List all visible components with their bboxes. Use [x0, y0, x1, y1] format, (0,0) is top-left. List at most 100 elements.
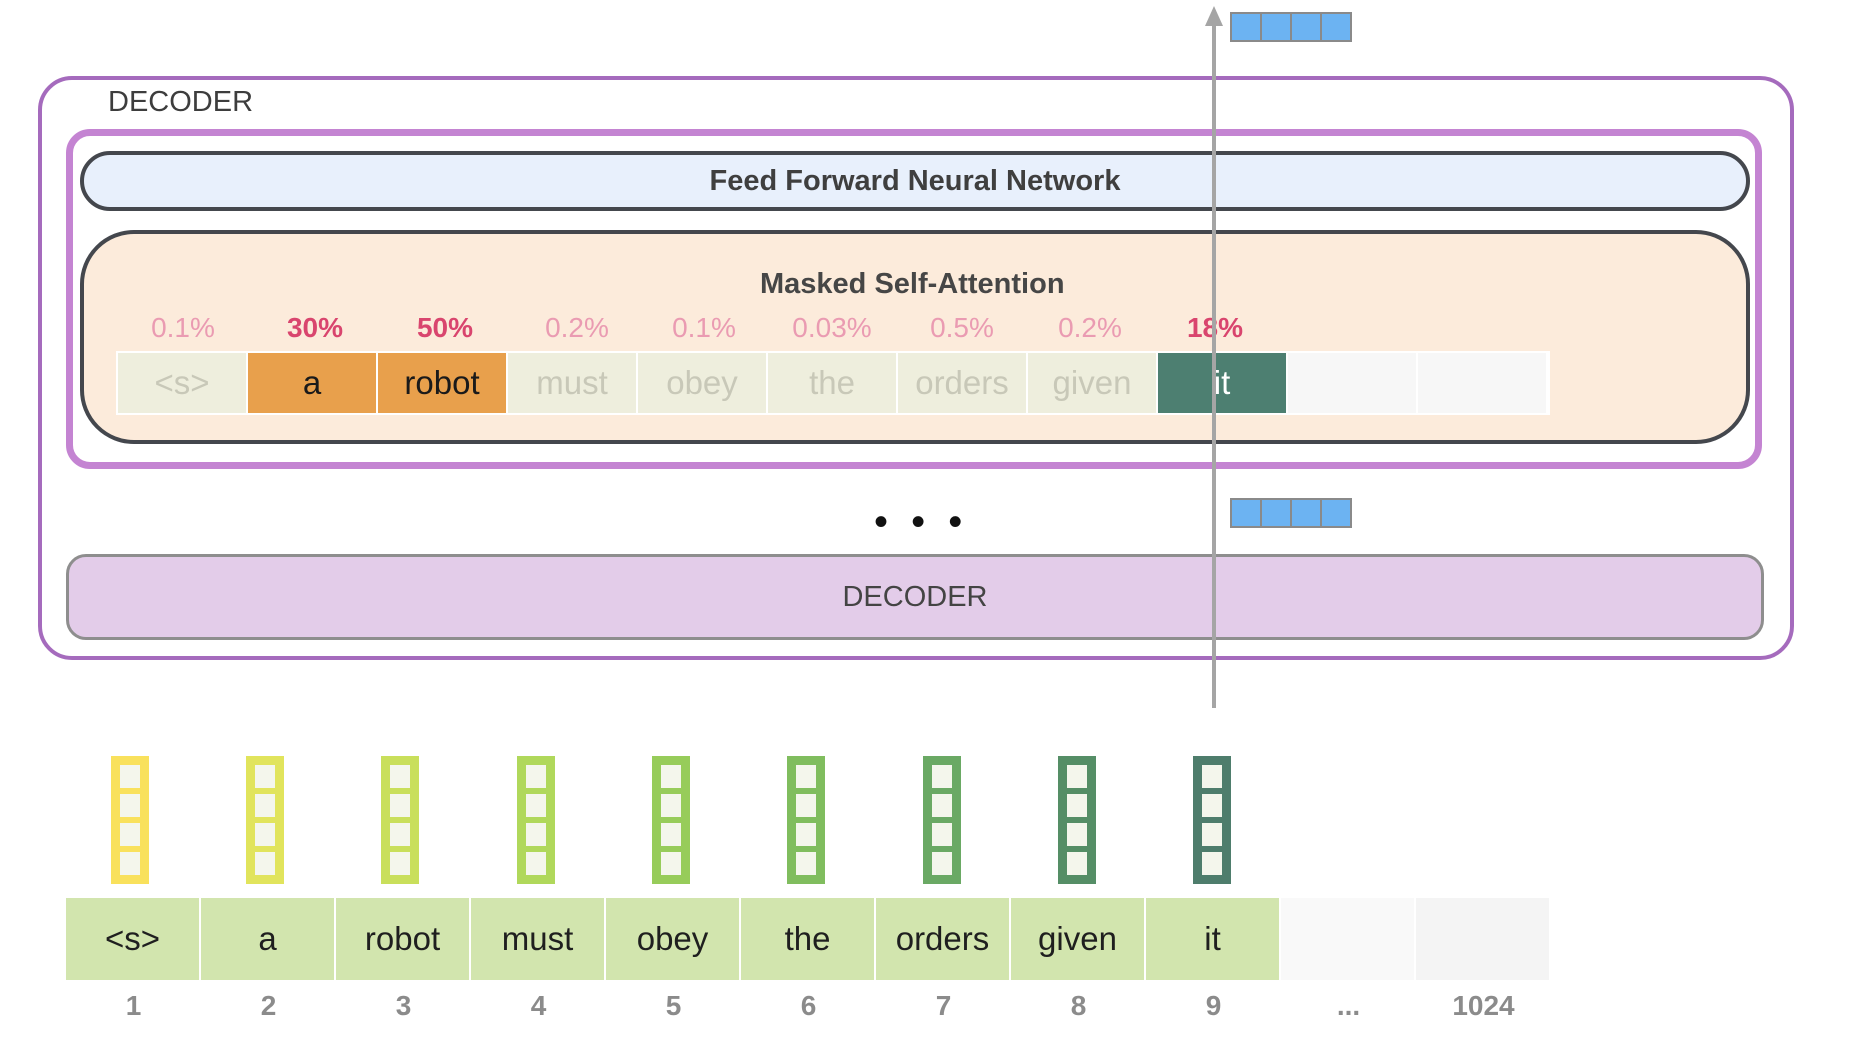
- embedding-vector: [381, 756, 419, 884]
- decoder-outer-label: DECODER: [108, 86, 254, 118]
- vector-cell: [1322, 14, 1350, 40]
- attention-token: <s>: [118, 353, 246, 413]
- embedding-cell: [932, 765, 952, 788]
- input-token: robot: [336, 898, 469, 980]
- embedding-cell: [1202, 852, 1222, 875]
- embedding-cell: [120, 765, 140, 788]
- decoder-outer-box: [38, 76, 1794, 660]
- embedding-cell: [932, 852, 952, 875]
- attention-token: given: [1028, 353, 1156, 413]
- embedding-cell: [1067, 765, 1087, 788]
- embedding-cell: [526, 823, 546, 846]
- embedding-cell: [661, 823, 681, 846]
- embedding-vector: [517, 756, 555, 884]
- position-number: 5: [665, 990, 682, 1021]
- embedding-cell: [1067, 823, 1087, 846]
- input-token: given: [1011, 898, 1144, 980]
- position-number: 8: [1070, 990, 1087, 1021]
- vector-cell: [1292, 500, 1320, 526]
- embedding-vector: [246, 756, 284, 884]
- embedding-vector: [1193, 756, 1231, 884]
- position-number: ...: [1336, 990, 1361, 1021]
- position-number: 4: [530, 990, 547, 1021]
- attention-token: must: [508, 353, 636, 413]
- decoder-layer-box: [66, 129, 1762, 469]
- masked-self-attention-title: Masked Self-Attention: [760, 268, 1065, 300]
- input-token: must: [471, 898, 604, 980]
- embedding-cell: [390, 823, 410, 846]
- embedding-cell: [390, 852, 410, 875]
- input-token: obey: [606, 898, 739, 980]
- input-token: orders: [876, 898, 1009, 980]
- embedding-cell: [255, 794, 275, 817]
- embedding-vector: [923, 756, 961, 884]
- embedding-cell: [120, 852, 140, 875]
- embedding-cell: [1202, 794, 1222, 817]
- embedding-cell: [1202, 765, 1222, 788]
- vector-cell: [1232, 14, 1260, 40]
- embedding-cell: [796, 852, 816, 875]
- feed-forward-label: Feed Forward Neural Network: [709, 164, 1121, 197]
- input-token: <s>: [66, 898, 199, 980]
- position-number: 1024: [1452, 990, 1515, 1021]
- attention-percent: 0.1%: [672, 312, 736, 343]
- embedding-cell: [661, 794, 681, 817]
- output-vector-middle: [1230, 498, 1352, 528]
- embedding-cell: [932, 823, 952, 846]
- attention-token: a: [248, 353, 376, 413]
- input-token: a: [201, 898, 334, 980]
- arrow-up-icon: [1205, 6, 1223, 26]
- input-token: it: [1146, 898, 1279, 980]
- position-number: 1: [125, 990, 142, 1021]
- embedding-vector: [652, 756, 690, 884]
- position-number: 7: [935, 990, 952, 1021]
- embedding-cell: [796, 823, 816, 846]
- attention-percent: 0.1%: [151, 312, 215, 343]
- embedding-cell: [1202, 823, 1222, 846]
- ellipsis: • • •: [874, 500, 969, 544]
- attention-token: [1288, 353, 1416, 413]
- position-number: 6: [800, 990, 817, 1021]
- lower-decoder-label: DECODER: [842, 580, 988, 613]
- flow-line: [1212, 18, 1216, 708]
- attention-percent: 0.2%: [1058, 312, 1122, 343]
- embedding-cell: [390, 794, 410, 817]
- position-number: 9: [1205, 990, 1222, 1021]
- embedding-cell: [796, 794, 816, 817]
- attention-token: orders: [898, 353, 1026, 413]
- embedding-cell: [255, 852, 275, 875]
- embedding-cell: [932, 794, 952, 817]
- embedding-cell: [1067, 794, 1087, 817]
- embedding-cell: [1067, 852, 1087, 875]
- embedding-cell: [120, 794, 140, 817]
- embedding-cell: [255, 823, 275, 846]
- embedding-cell: [526, 794, 546, 817]
- attention-token: robot: [378, 353, 506, 413]
- attention-token: obey: [638, 353, 766, 413]
- embedding-cell: [390, 765, 410, 788]
- embedding-cell: [796, 765, 816, 788]
- input-token: [1281, 898, 1414, 980]
- embedding-vector: [787, 756, 825, 884]
- attention-percent: 30%: [286, 312, 344, 343]
- vector-cell: [1262, 14, 1290, 40]
- output-vector-top: [1230, 12, 1352, 42]
- attention-percent: 50%: [416, 312, 474, 343]
- vector-cell: [1322, 500, 1350, 526]
- embedding-cell: [255, 765, 275, 788]
- attention-percent: 0.03%: [792, 312, 872, 343]
- position-number: 3: [395, 990, 412, 1021]
- vector-cell: [1292, 14, 1320, 40]
- embedding-cell: [526, 765, 546, 788]
- embedding-cell: [120, 823, 140, 846]
- embedding-cell: [661, 765, 681, 788]
- vector-cell: [1232, 500, 1260, 526]
- position-number: 2: [260, 990, 277, 1021]
- attention-token: the: [768, 353, 896, 413]
- feed-forward-block: Feed Forward Neural Network: [80, 151, 1750, 211]
- embedding-vector: [1058, 756, 1096, 884]
- embedding-vector: [111, 756, 149, 884]
- attention-percent: 0.5%: [930, 312, 994, 343]
